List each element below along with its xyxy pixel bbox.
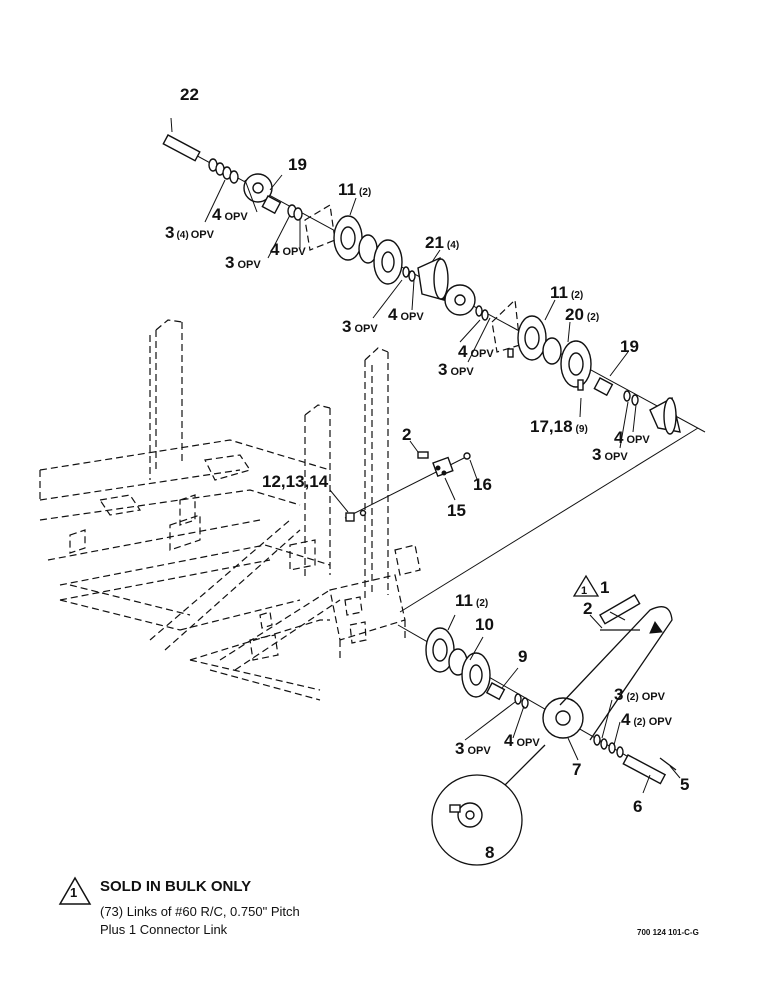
leader-lines	[170, 117, 681, 794]
callout-5: 5	[680, 775, 689, 794]
callout-17-18: 17,18(9)	[530, 417, 588, 436]
bulk-symbol-icon	[58, 876, 92, 905]
bulk-note-line-2: Plus 1 Connector Link	[100, 922, 228, 937]
callout-15: 15	[447, 501, 466, 520]
callout-11-lower: 11(2)	[455, 591, 488, 610]
callout-21: 21(4)	[425, 233, 459, 252]
callout-6: 6	[633, 797, 642, 816]
upper-drive-assembly	[162, 134, 706, 613]
frame-structure	[39, 319, 421, 701]
callout-3-2-opv: 3(2)OPV	[614, 685, 666, 704]
callout-12-13-14: 12,13,14	[262, 472, 329, 491]
callout-2-upper: 2	[402, 425, 411, 444]
bracket-hardware	[344, 451, 471, 522]
drawing-number: 700 124 101-C-G	[637, 928, 699, 937]
callout-1: 1	[600, 578, 609, 597]
svg-text:1: 1	[581, 585, 587, 597]
callout-9: 9	[518, 647, 527, 666]
bulk-symbol-triangle: 1	[572, 574, 600, 597]
callout-16: 16	[473, 475, 492, 494]
bulk-note-line-1: (73) Links of #60 R/C, 0.750" Pitch	[100, 904, 300, 919]
callout-20: 20(2)	[565, 305, 599, 324]
callout-19-lower: 19	[620, 337, 639, 356]
callout-10: 10	[475, 615, 494, 634]
callout-8: 8	[485, 843, 494, 862]
callout-19-upper: 19	[288, 155, 307, 174]
callout-11-upper: 11(2)	[338, 180, 371, 199]
callout-7: 7	[572, 760, 581, 779]
callout-2-lower: 2	[583, 599, 592, 618]
callout-22: 22	[180, 85, 199, 104]
bulk-note-title: SOLD IN BULK ONLY	[100, 878, 252, 895]
lower-drive-assembly	[397, 594, 677, 866]
callout-3-4-opv: 3(4)OPV	[165, 223, 215, 242]
bulk-symbol-number: 1	[70, 885, 78, 900]
callout-11-middle: 11(2)	[550, 283, 583, 302]
callout-4-2-opv: 4(2)OPV	[621, 710, 673, 729]
